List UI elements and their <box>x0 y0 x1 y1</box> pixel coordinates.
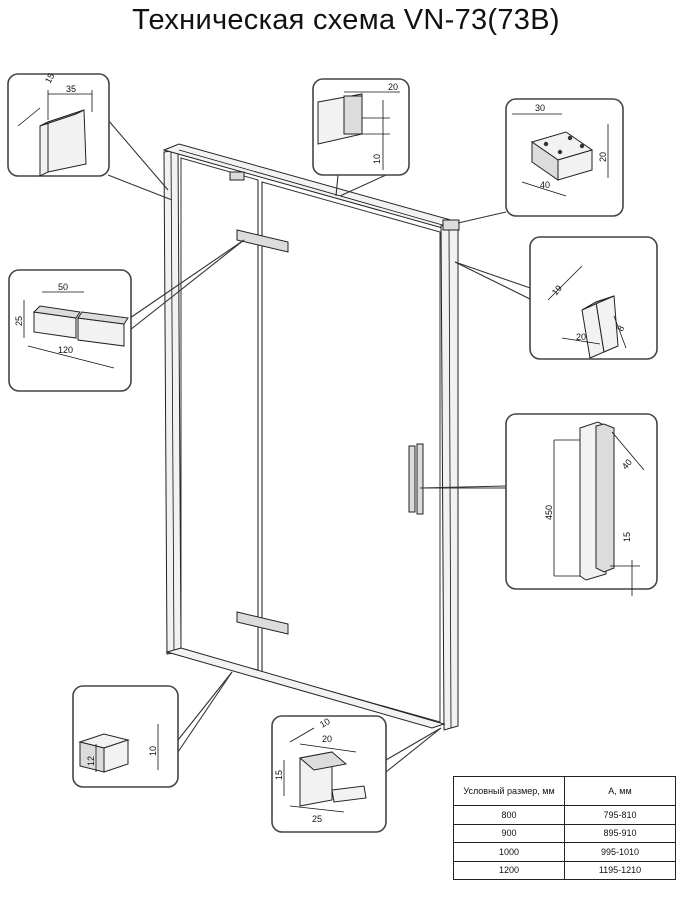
leader-lines <box>107 119 537 773</box>
dim-20b: 20 <box>598 152 608 162</box>
dim-25b: 25 <box>312 814 322 824</box>
dim-120: 120 <box>58 345 73 355</box>
callout-end-cap: 30 20 40 <box>505 98 624 217</box>
callout-bottom-profile: 12 10 <box>72 685 179 788</box>
table-cell: 800 <box>453 805 565 825</box>
dim-10b: 10 <box>148 746 158 756</box>
table-cell: 1000 <box>453 842 565 862</box>
callout-bottom-stopper: 10 20 15 25 <box>271 715 387 833</box>
dim-25: 25 <box>14 316 24 326</box>
table-cell: 1195-1210 <box>564 860 676 880</box>
shower-door <box>162 143 460 731</box>
dim-30: 30 <box>535 103 545 113</box>
dim-15: 15 <box>43 71 57 85</box>
table-row: 1200 1195-1210 <box>453 860 676 880</box>
dim-12: 12 <box>86 756 96 766</box>
table-cell: 795-810 <box>564 805 676 825</box>
dim-50: 50 <box>58 282 68 292</box>
dim-15b: 15 <box>622 532 632 542</box>
dim-10: 10 <box>372 154 382 164</box>
diagram-title: Техническая схема VN-73(73В) <box>132 4 560 36</box>
table-header-size: Условный размер, мм <box>453 776 565 806</box>
table-cell: 895-910 <box>564 823 676 843</box>
dim-19: 19 <box>550 283 564 297</box>
callout-top-left-profile: 15 35 <box>7 71 110 177</box>
dim-15c: 15 <box>274 770 284 780</box>
dim-40b: 40 <box>620 457 634 471</box>
table-header-row: Условный размер, мм А, мм <box>453 776 676 806</box>
dim-20: 20 <box>388 82 398 92</box>
callout-handle: 450 40 15 <box>505 413 658 596</box>
callout-hinge: 50 25 120 <box>8 269 132 392</box>
dim-450: 450 <box>544 505 554 520</box>
table-header-a: А, мм <box>564 776 676 806</box>
table-cell: 1200 <box>453 860 565 880</box>
dim-20c: 20 <box>576 332 586 342</box>
table-cell: 900 <box>453 823 565 843</box>
dim-40: 40 <box>540 180 550 190</box>
dim-20d: 20 <box>322 734 332 744</box>
table-row: 1000 995-1010 <box>453 842 676 862</box>
table-row: 900 895-910 <box>453 823 676 843</box>
callout-rail-section: 20 10 <box>312 78 410 176</box>
size-table: Условный размер, мм А, мм 800 795-810 90… <box>453 776 676 880</box>
table-row: 800 795-810 <box>453 805 676 825</box>
dim-35: 35 <box>66 84 76 94</box>
dim-10c: 10 <box>318 716 332 730</box>
dim-8: 8 <box>615 324 626 333</box>
table-cell: 995-1010 <box>564 842 676 862</box>
callout-wall-profile: 19 20 8 <box>529 236 658 360</box>
